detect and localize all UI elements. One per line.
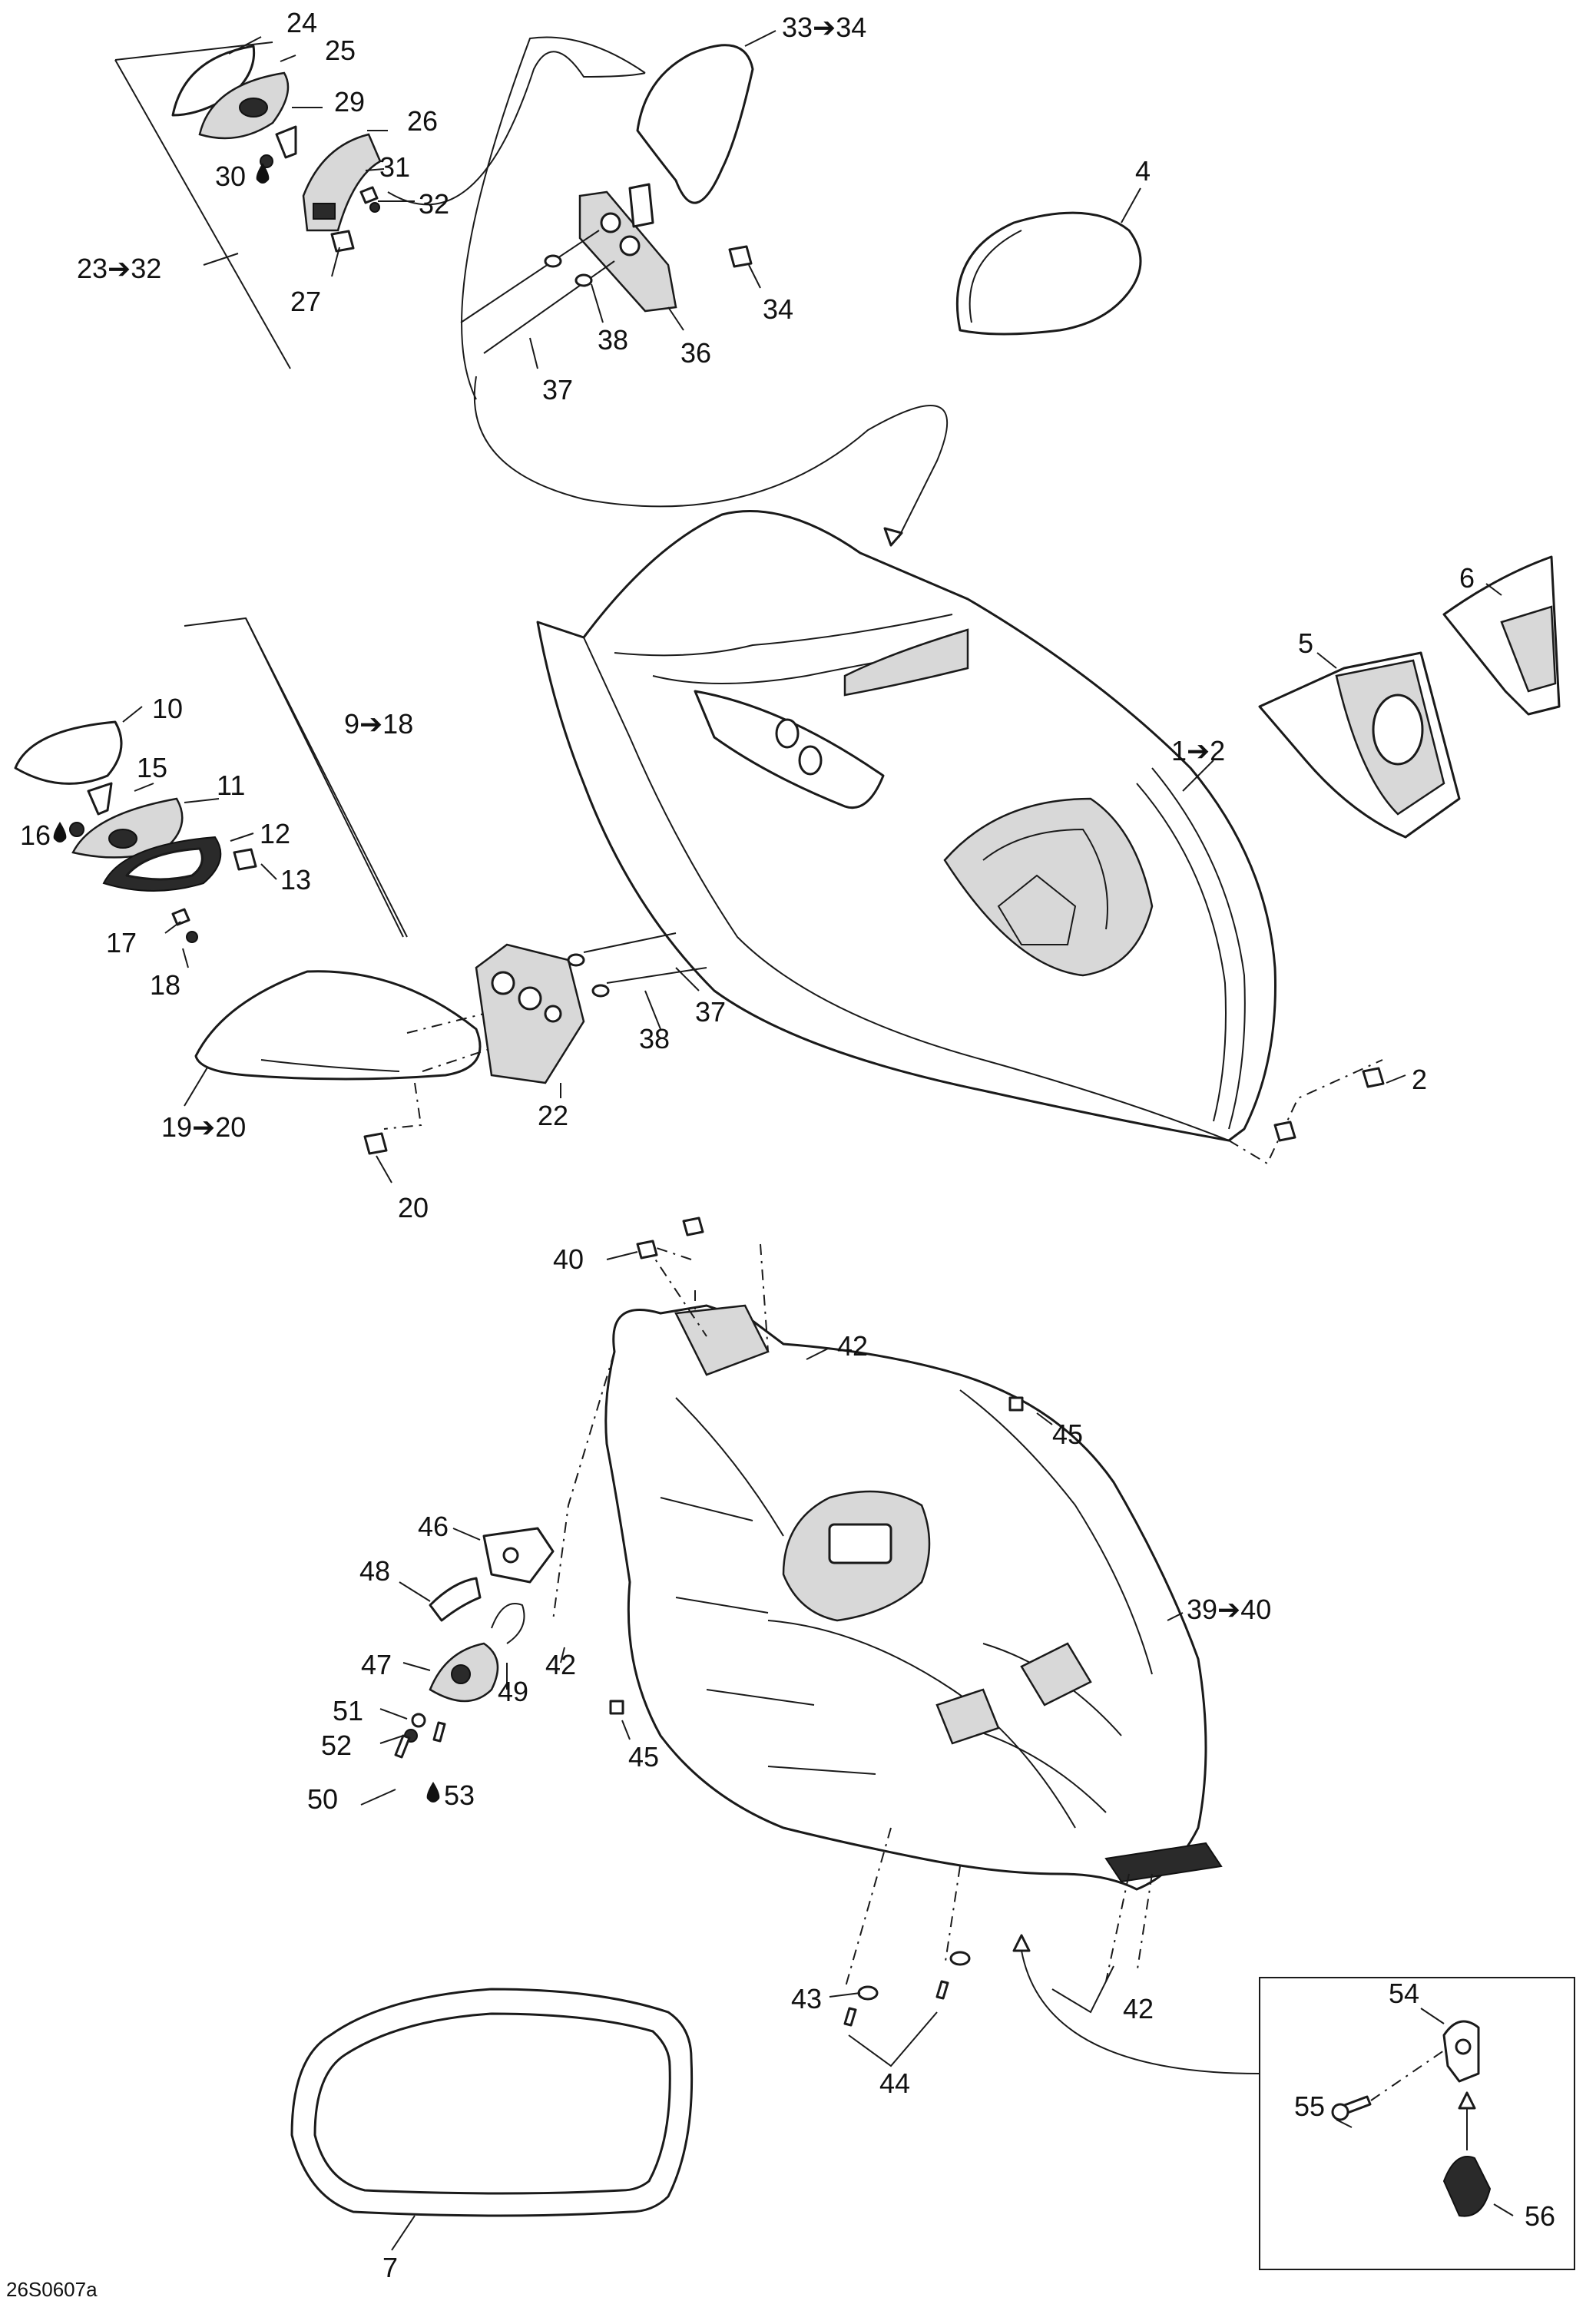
nut-2a xyxy=(1362,1067,1385,1088)
mirror-glass-24 xyxy=(171,45,256,117)
callout-46: 46 xyxy=(418,1511,449,1542)
callout-6: 6 xyxy=(1459,562,1475,594)
bolts-43-44 xyxy=(829,1951,1114,2067)
callout-17: 17 xyxy=(106,927,137,958)
callout-2: 2 xyxy=(1412,1064,1428,1095)
callout-50: 50 xyxy=(307,1783,339,1815)
gasket-7 xyxy=(290,1988,694,2251)
drop-icon-30 xyxy=(256,163,270,184)
callout-5: 5 xyxy=(1298,627,1314,659)
nut-13 xyxy=(233,848,257,871)
mirror-glass-10 xyxy=(14,720,123,785)
callout-16: 16 xyxy=(20,819,51,851)
callout-33-34: 33➔34 xyxy=(782,12,867,43)
hull-frame xyxy=(552,1217,1223,1990)
callout-10: 10 xyxy=(152,693,184,724)
callout-38-top: 38 xyxy=(598,324,629,356)
callout-55: 55 xyxy=(1294,2090,1326,2122)
callout-12: 12 xyxy=(260,818,291,849)
callout-42-bottom: 42 xyxy=(1123,1993,1154,2024)
latch-lever-48 xyxy=(429,1577,482,1622)
nut-20 xyxy=(363,1132,388,1155)
callout-27: 27 xyxy=(290,286,322,317)
callout-34: 34 xyxy=(763,293,794,325)
callout-38-mid: 38 xyxy=(639,1023,671,1054)
callout-9-18: 9➔18 xyxy=(344,708,414,740)
callout-42-top: 42 xyxy=(837,1330,869,1362)
callout-29: 29 xyxy=(334,86,366,118)
callout-36: 36 xyxy=(680,337,712,369)
vent-covers-5-6 xyxy=(1258,555,1561,839)
nut-2b xyxy=(1273,1121,1296,1142)
spring-49 xyxy=(491,1603,525,1644)
mirror-assembly-right-top xyxy=(387,30,776,400)
callout-19-20: 19➔20 xyxy=(161,1111,247,1143)
callout-20: 20 xyxy=(398,1192,429,1223)
callout-31: 31 xyxy=(379,151,411,183)
mirror-assembly-left-top xyxy=(114,36,415,369)
callout-23-32: 23➔32 xyxy=(77,253,162,284)
rivet-45a xyxy=(1008,1396,1024,1412)
callout-32: 32 xyxy=(419,188,450,220)
callout-43: 43 xyxy=(791,1983,823,2014)
callout-42-left: 42 xyxy=(545,1649,577,1680)
callout-51: 51 xyxy=(333,1695,364,1726)
callout-13: 13 xyxy=(280,864,312,895)
callout-25: 25 xyxy=(325,35,356,66)
nut-34 xyxy=(728,245,753,268)
callout-1-2: 1➔2 xyxy=(1171,735,1226,766)
latch-parts xyxy=(360,1527,555,1806)
callout-37-mid: 37 xyxy=(695,996,727,1028)
callout-45-right: 45 xyxy=(1052,1418,1084,1450)
drop-icon-53 xyxy=(426,1782,440,1802)
screw-29 xyxy=(275,125,297,159)
mirror-housing-11 xyxy=(71,797,184,859)
screw-15 xyxy=(87,782,113,816)
callout-18: 18 xyxy=(150,969,181,1001)
callout-47: 47 xyxy=(361,1649,392,1680)
callout-26: 26 xyxy=(407,105,439,137)
mirror-shell-19 xyxy=(194,970,482,1081)
drop-icon-16 xyxy=(53,822,67,842)
cover-4 xyxy=(955,187,1142,336)
mirror-assembly-left-mid xyxy=(14,617,408,968)
callout-4: 4 xyxy=(1135,155,1151,187)
rivet-45b xyxy=(609,1700,624,1715)
mirror-shell-33 xyxy=(636,44,754,204)
callout-39-40: 39➔40 xyxy=(1187,1594,1272,1625)
nut-40b xyxy=(682,1217,704,1236)
callout-56: 56 xyxy=(1525,2200,1556,2232)
top-deck-body xyxy=(536,510,1406,1165)
mirror-assembly-lower xyxy=(184,932,707,1183)
mirror-base-22 xyxy=(475,943,585,1084)
clip-56 xyxy=(1442,2156,1492,2217)
nut-40a xyxy=(636,1240,658,1260)
callout-52: 52 xyxy=(321,1730,353,1761)
callout-44: 44 xyxy=(879,2067,911,2099)
callout-15: 15 xyxy=(137,752,168,783)
callout-7: 7 xyxy=(382,2252,399,2283)
callout-45-left: 45 xyxy=(628,1741,660,1773)
callout-53: 53 xyxy=(444,1779,475,1811)
callout-30: 30 xyxy=(215,161,247,192)
callout-40: 40 xyxy=(553,1243,584,1275)
nut-27 xyxy=(330,230,355,253)
callout-11: 11 xyxy=(217,770,246,801)
assembly-arrow-top xyxy=(473,376,949,538)
callout-24: 24 xyxy=(286,7,318,38)
callout-49: 49 xyxy=(498,1676,529,1707)
callout-22: 22 xyxy=(538,1100,569,1131)
diagram-code: 26S0607a xyxy=(6,2278,98,2301)
callout-37-top: 37 xyxy=(542,374,574,406)
callout-48: 48 xyxy=(359,1555,391,1587)
callout-54: 54 xyxy=(1389,1978,1420,2009)
detail-box-54-56 xyxy=(1012,1934,1575,2270)
